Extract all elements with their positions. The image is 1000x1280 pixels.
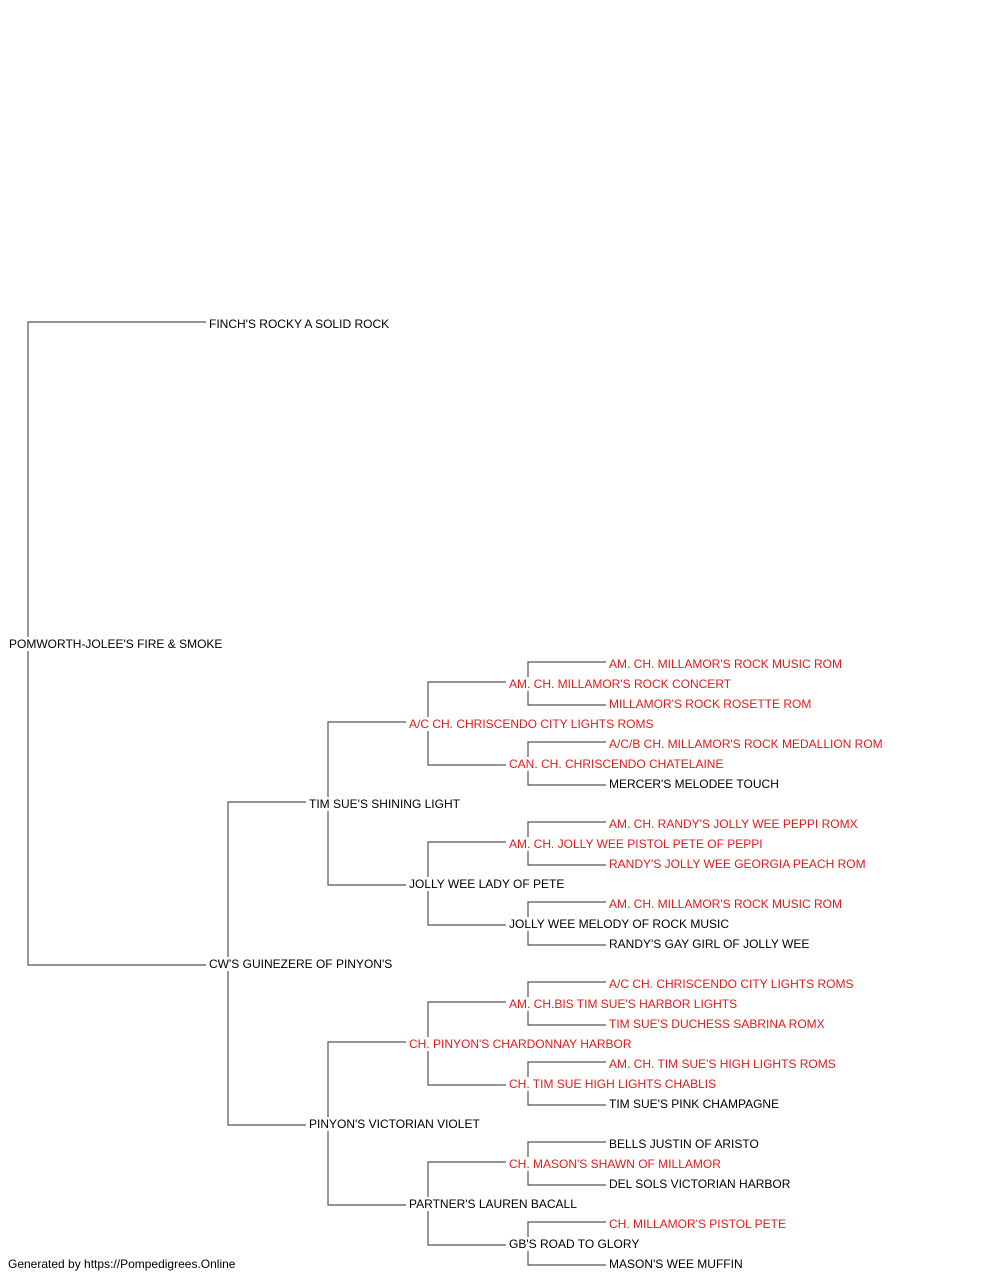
ancestor-name[interactable]: A/C CH. CHRISCENDO CITY LIGHTS ROMS (408, 717, 655, 731)
ancestor-name[interactable]: MERCER'S MELODEE TOUCH (608, 777, 780, 791)
dam-sire-name[interactable]: TIM SUE'S SHINING LIGHT (308, 797, 461, 811)
ancestor-name[interactable]: CH. TIM SUE HIGH LIGHTS CHABLIS (508, 1077, 718, 1091)
ancestor-name[interactable]: A/C/B CH. MILLAMOR'S ROCK MEDALLION ROM (608, 737, 884, 751)
ancestor-name[interactable]: JOLLY WEE LADY OF PETE (408, 877, 566, 891)
ancestor-name[interactable]: JOLLY WEE MELODY OF ROCK MUSIC (508, 917, 731, 931)
ancestor-name[interactable]: DEL SOLS VICTORIAN HARBOR (608, 1177, 792, 1191)
dam-name[interactable]: CW'S GUINEZERE OF PINYON'S (208, 957, 394, 971)
ancestor-name[interactable]: AM. CH. TIM SUE'S HIGH LIGHTS ROMS (608, 1057, 837, 1071)
ancestor-name[interactable]: RANDY'S GAY GIRL OF JOLLY WEE (608, 937, 811, 951)
ancestor-name[interactable]: MASON'S WEE MUFFIN (608, 1257, 744, 1271)
dam-dam-name[interactable]: PINYON'S VICTORIAN VIOLET (308, 1117, 481, 1131)
ancestor-name[interactable]: PARTNER'S LAUREN BACALL (408, 1197, 578, 1211)
ancestor-name[interactable]: CH. PINYON'S CHARDONNAY HARBOR (408, 1037, 633, 1051)
ancestor-name[interactable]: CH. MILLAMOR'S PISTOL PETE (608, 1217, 787, 1231)
ancestor-name[interactable]: RANDY'S JOLLY WEE GEORGIA PEACH ROM (608, 857, 867, 871)
subject-dog-name[interactable]: POMWORTH-JOLEE'S FIRE & SMOKE (8, 637, 224, 651)
ancestor-name[interactable]: AM. CH.BIS TIM SUE'S HARBOR LIGHTS (508, 997, 739, 1011)
ancestor-name[interactable]: BELLS JUSTIN OF ARISTO (608, 1137, 760, 1151)
ancestor-name[interactable]: AM. CH. RANDY'S JOLLY WEE PEPPI ROMX (608, 817, 859, 831)
ancestor-name[interactable]: AM. CH. MILLAMOR'S ROCK MUSIC ROM (608, 657, 843, 671)
ancestor-name[interactable]: CAN. CH. CHRISCENDO CHATELAINE (508, 757, 725, 771)
ancestor-name[interactable]: TIM SUE'S DUCHESS SABRINA ROMX (608, 1017, 826, 1031)
ancestor-name[interactable]: AM. CH. MILLAMOR'S ROCK CONCERT (508, 677, 733, 691)
ancestor-name[interactable]: MILLAMOR'S ROCK ROSETTE ROM (608, 697, 813, 711)
ancestor-name[interactable]: TIM SUE'S PINK CHAMPAGNE (608, 1097, 781, 1111)
sire-name[interactable]: FINCH'S ROCKY A SOLID ROCK (208, 317, 391, 331)
ancestor-name[interactable]: GB'S ROAD TO GLORY (508, 1237, 641, 1251)
ancestor-name[interactable]: AM. CH. MILLAMOR'S ROCK MUSIC ROM (608, 897, 843, 911)
ancestor-name[interactable]: CH. MASON'S SHAWN OF MILLAMOR (508, 1157, 722, 1171)
generator-credit: Generated by https://Pompedigrees.Online (8, 1257, 236, 1271)
ancestor-name[interactable]: AM. CH. JOLLY WEE PISTOL PETE OF PEPPI (508, 837, 764, 851)
ancestor-name[interactable]: A/C CH. CHRISCENDO CITY LIGHTS ROMS (608, 977, 855, 991)
